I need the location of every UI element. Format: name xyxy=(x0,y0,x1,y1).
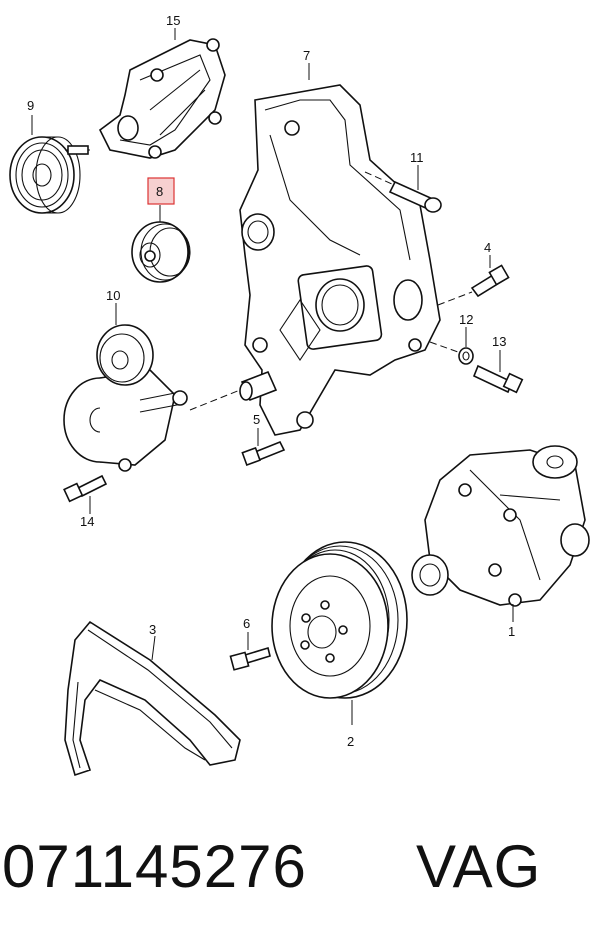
callout-10: 10 xyxy=(106,288,120,303)
part-4-bolt xyxy=(470,264,510,298)
callout-9: 9 xyxy=(27,98,34,113)
part-9-idler-pulley xyxy=(9,136,90,214)
callout-2: 2 xyxy=(347,734,354,749)
part-11-bolt xyxy=(388,180,442,213)
callout-14: 14 xyxy=(80,514,94,529)
part-15-bracket xyxy=(98,38,226,159)
callout-5: 5 xyxy=(253,412,260,427)
callout-4: 4 xyxy=(484,240,491,255)
callout-15: 15 xyxy=(166,13,180,28)
part-13-bolt xyxy=(472,364,524,394)
callout-3: 3 xyxy=(149,622,156,637)
part-1-pump xyxy=(411,445,590,607)
callout-8-highlight xyxy=(147,177,175,205)
callout-11: 11 xyxy=(410,150,424,165)
part-10-tensioner xyxy=(63,324,188,472)
part-7-housing xyxy=(239,84,441,436)
callout-6: 6 xyxy=(243,616,250,631)
part-14-bolt xyxy=(63,474,108,503)
footer: 071145276 VAG xyxy=(0,832,600,922)
callout-7: 7 xyxy=(303,48,310,63)
brand-label: VAG xyxy=(416,833,542,900)
callout-12: 12 xyxy=(459,312,473,327)
part-8-pulley xyxy=(131,221,191,283)
part-6-bolt xyxy=(229,646,271,671)
callout-8: 8 xyxy=(156,184,163,199)
callout-1: 1 xyxy=(508,624,515,639)
spacer-sleeve xyxy=(239,370,278,402)
part-5-bolt xyxy=(241,440,286,466)
part-number: 071145276 xyxy=(2,833,307,900)
part-12-washer xyxy=(458,347,474,365)
callout-13: 13 xyxy=(492,334,506,349)
part-3-belt xyxy=(64,620,241,777)
part-2-pulley xyxy=(271,541,408,699)
